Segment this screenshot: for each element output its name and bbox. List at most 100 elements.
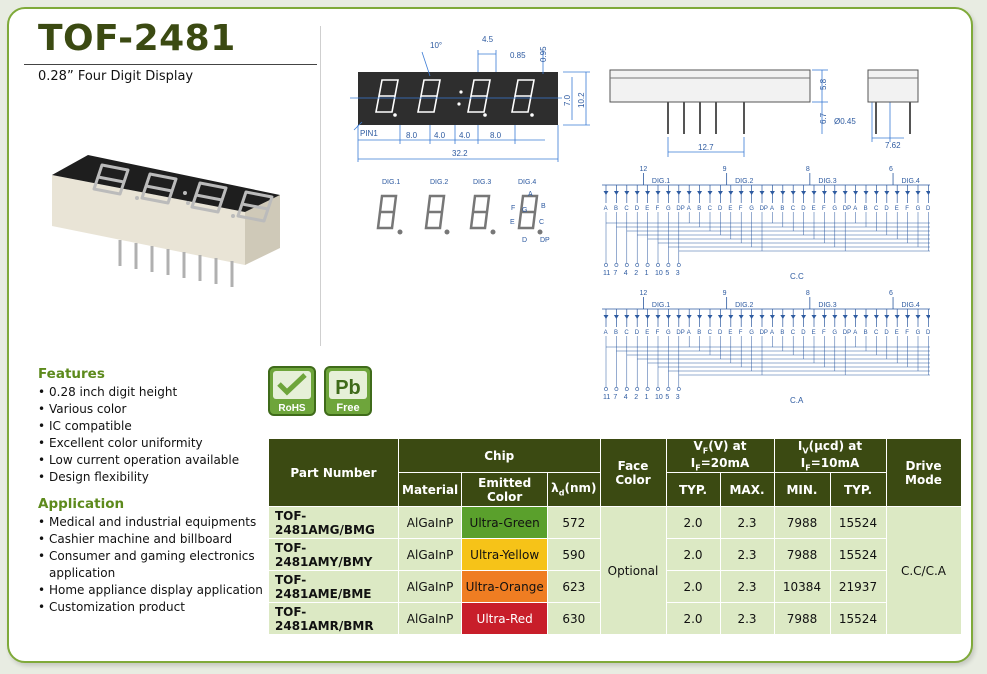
schematic-dig-label: DIG.3 [818, 178, 836, 185]
pin-number: 10 [655, 270, 663, 277]
segment-letter: E [895, 206, 899, 212]
common-pin-label: 9 [723, 290, 727, 297]
header-emitted-color: Emitted Color [461, 472, 549, 507]
seg-f: F [511, 205, 515, 212]
dim-4-5: 4.5 [482, 35, 494, 44]
schematic-dig-label: DIG.1 [652, 178, 670, 185]
iv-min-cell: 7988 [773, 602, 831, 635]
segment-letter: DP [843, 206, 851, 212]
schematic-dig-label: DIG.2 [735, 178, 753, 185]
seg-c: C [539, 219, 544, 226]
header-vf-typ: TYP. [665, 472, 721, 507]
dim-7-62: 7.62 [885, 141, 901, 150]
segment-letter: F [739, 206, 743, 212]
segment-letter: D [884, 330, 889, 336]
application-list: Medical and industrial equipments Cashie… [38, 514, 278, 616]
part-number-cell: TOF-2481AME/BME [268, 570, 399, 603]
feature-item: Low current operation available [38, 452, 278, 469]
free-label: Free [336, 402, 359, 414]
segment-letter: G [916, 330, 921, 336]
dim-32-2: 32.2 [452, 149, 468, 158]
segment-letter: B [614, 330, 618, 336]
material-cell: AlGaInP [397, 538, 463, 571]
spec-table: Part Number Chip Face Color VF(V) at IF=… [268, 438, 962, 635]
pb-free-badge: Pb Free [324, 366, 372, 416]
iv-min-cell: 10384 [773, 570, 831, 603]
divider [320, 26, 321, 346]
segment-letter: A [604, 330, 608, 336]
pb-label: Pb [335, 377, 361, 399]
feature-item: 0.28 inch digit height [38, 384, 278, 401]
vf-typ-cell: 2.0 [665, 602, 721, 635]
header-vf-max: MAX. [719, 472, 775, 507]
segment-letter: C [708, 330, 713, 336]
seg-e: E [510, 219, 515, 226]
product-photo [52, 155, 280, 287]
application-item: Cashier machine and billboard [38, 531, 278, 548]
header-lambda: λd(nm) [547, 472, 601, 507]
segment-letter: B [864, 330, 868, 336]
segment-letter: A [604, 206, 608, 212]
seg-d: D [522, 237, 527, 244]
segment-letter: DP [760, 330, 768, 336]
segment-letter: C [874, 206, 879, 212]
header-part-number: Part Number [268, 438, 399, 507]
segment-letter: B [780, 330, 784, 336]
header-face-color: Face Color [599, 438, 667, 507]
segment-letter: G [666, 330, 671, 336]
segment-letter: B [697, 206, 701, 212]
segment-letter: C [791, 206, 796, 212]
seg-b: B [541, 203, 546, 210]
header-chip: Chip [398, 438, 601, 473]
dim-angle: 10° [430, 41, 442, 50]
segment-letter: A [770, 330, 774, 336]
dim-8-0-b: 8.0 [490, 131, 502, 140]
emitted-color-cell: Ultra-Yellow [461, 538, 549, 571]
pin-number: 5 [665, 394, 669, 401]
schematic-dig-label: DIG.4 [902, 302, 920, 309]
segment-letter: DP [676, 330, 684, 336]
dim-6-7: 6.7 [819, 112, 828, 124]
checkmark-icon [277, 373, 307, 396]
pin1-label: PIN1 [360, 129, 378, 138]
segment-letter: G [749, 330, 754, 336]
vf-typ-cell: 2.0 [665, 538, 721, 571]
dig-label-2: DIG.2 [430, 179, 448, 186]
application-item: Medical and industrial equipments [38, 514, 278, 531]
segment-letter: DP [926, 330, 930, 336]
schematic-dig-label: DIG.4 [902, 178, 920, 185]
pin-number: 1 [645, 270, 649, 277]
common-pin-label: 12 [639, 290, 647, 297]
side-dimension-drawing: 5.8 6.7 12.7 Ø0.45 7.62 [609, 69, 919, 157]
dim-4-0-b: 4.0 [459, 131, 471, 140]
dim-0-95: 0.95 [539, 46, 548, 62]
schematic-type-label: C.C [790, 272, 804, 281]
segment-letter: E [895, 330, 899, 336]
segment-letter: F [905, 330, 909, 336]
wavelength-cell: 572 [547, 506, 601, 539]
rohs-label: RoHS [278, 403, 306, 414]
iv-min-cell: 7988 [773, 538, 831, 571]
dim-7-0: 7.0 [563, 94, 572, 106]
product-title: TOF-2481 [38, 18, 236, 59]
dim-10-2: 10.2 [577, 92, 586, 108]
pin-number: 10 [655, 394, 663, 401]
vf-max-cell: 2.3 [719, 506, 775, 539]
feature-item: Design flexibility [38, 469, 278, 486]
dim-5-8: 5.8 [819, 78, 828, 90]
feature-item: Various color [38, 401, 278, 418]
schematic-dig-label: DIG.3 [818, 302, 836, 309]
vf-typ-cell: 2.0 [665, 506, 721, 539]
segment-letter: DP [676, 206, 684, 212]
segment-letter: G [749, 206, 754, 212]
dig-label-4: DIG.4 [518, 179, 536, 186]
segment-letter: A [853, 206, 857, 212]
emitted-color-cell: Ultra-Orange [461, 570, 549, 603]
pin-number: 11 [603, 270, 610, 277]
segment-letter: F [905, 206, 909, 212]
segment-letter: E [728, 330, 732, 336]
segment-letter: D [635, 330, 640, 336]
vf-max-cell: 2.3 [719, 602, 775, 635]
